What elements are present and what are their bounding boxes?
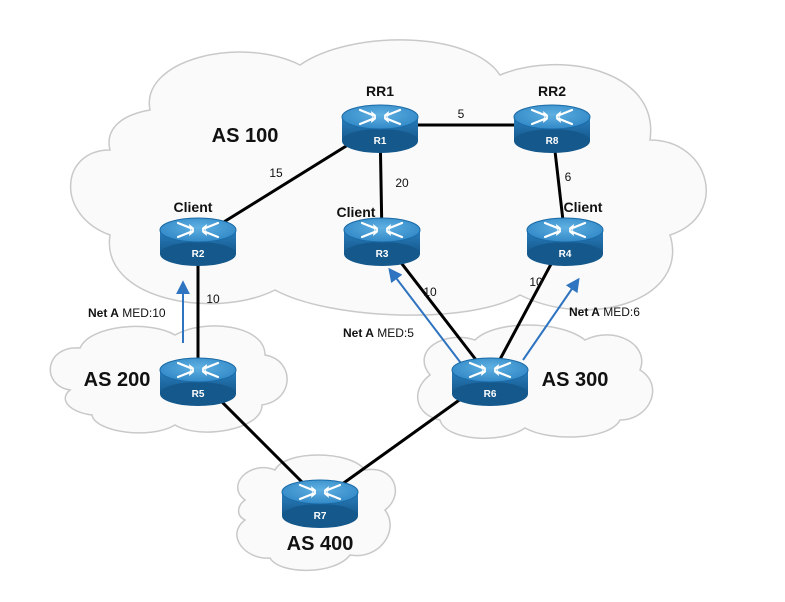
route-label-r6-r3: Net A MED:5 (343, 326, 414, 340)
router-r8-name: R8 (546, 136, 559, 147)
route-prefix-r5-r2: Net A (88, 306, 119, 320)
metric-r4-r6: 10 (529, 275, 543, 289)
router-r2-name: R2 (192, 249, 205, 260)
route-prefix-r6-r4: Net A (569, 305, 600, 319)
as-label-300: AS 300 (542, 369, 609, 391)
as-label-200: AS 200 (84, 369, 151, 391)
metric-r1-r2: 15 (269, 166, 283, 180)
router-r6[interactable]: R6 (450, 356, 530, 408)
route-label-r6-r4: Net A MED:6 (569, 305, 640, 319)
role-label-r4: Client (564, 199, 603, 215)
metric-r2-r5: 10 (206, 292, 220, 306)
advertisement-arrow-r6-r3 (388, 267, 471, 376)
router-r7[interactable]: R7 (280, 478, 360, 530)
advertisement-arrow-r6-r4 (522, 277, 580, 361)
route-prefix-r6-r3: Net A (343, 326, 374, 340)
as100-cloud (69, 39, 707, 316)
router-r5[interactable]: R5 (158, 356, 238, 408)
role-label-r2: Client (174, 199, 213, 215)
router-r6-name: R6 (484, 389, 497, 400)
role-label-r1: RR1 (366, 83, 394, 99)
router-r3-name: R3 (376, 249, 389, 260)
route-med-r6-r4: MED:6 (603, 305, 640, 319)
router-r3[interactable]: R3 (342, 216, 422, 268)
role-label-r8: RR2 (538, 83, 566, 99)
metric-r8-r4: 6 (565, 170, 572, 184)
as300-cloud (416, 324, 654, 439)
router-r5-name: R5 (192, 389, 205, 400)
router-r2[interactable]: R2 (158, 216, 238, 268)
router-r8[interactable]: R8 (512, 103, 592, 155)
router-r1[interactable]: R1 (340, 103, 420, 155)
metric-r3-r6: 10 (423, 285, 437, 299)
route-med-r6-r3: MED:5 (377, 326, 414, 340)
router-r4[interactable]: R4 (525, 216, 605, 268)
router-r4-name: R4 (559, 249, 572, 260)
as-label-400: AS 400 (287, 533, 354, 555)
metric-r1-r8: 5 (458, 107, 465, 121)
route-label-r5-r2: Net A MED:10 (88, 306, 166, 320)
role-label-r3: Client (337, 204, 376, 220)
router-r7-name: R7 (314, 511, 327, 522)
as-label-100: AS 100 (212, 125, 279, 147)
metric-r1-r3: 20 (395, 176, 409, 190)
route-med-r5-r2: MED:10 (122, 306, 166, 320)
router-r1-name: R1 (374, 136, 387, 147)
